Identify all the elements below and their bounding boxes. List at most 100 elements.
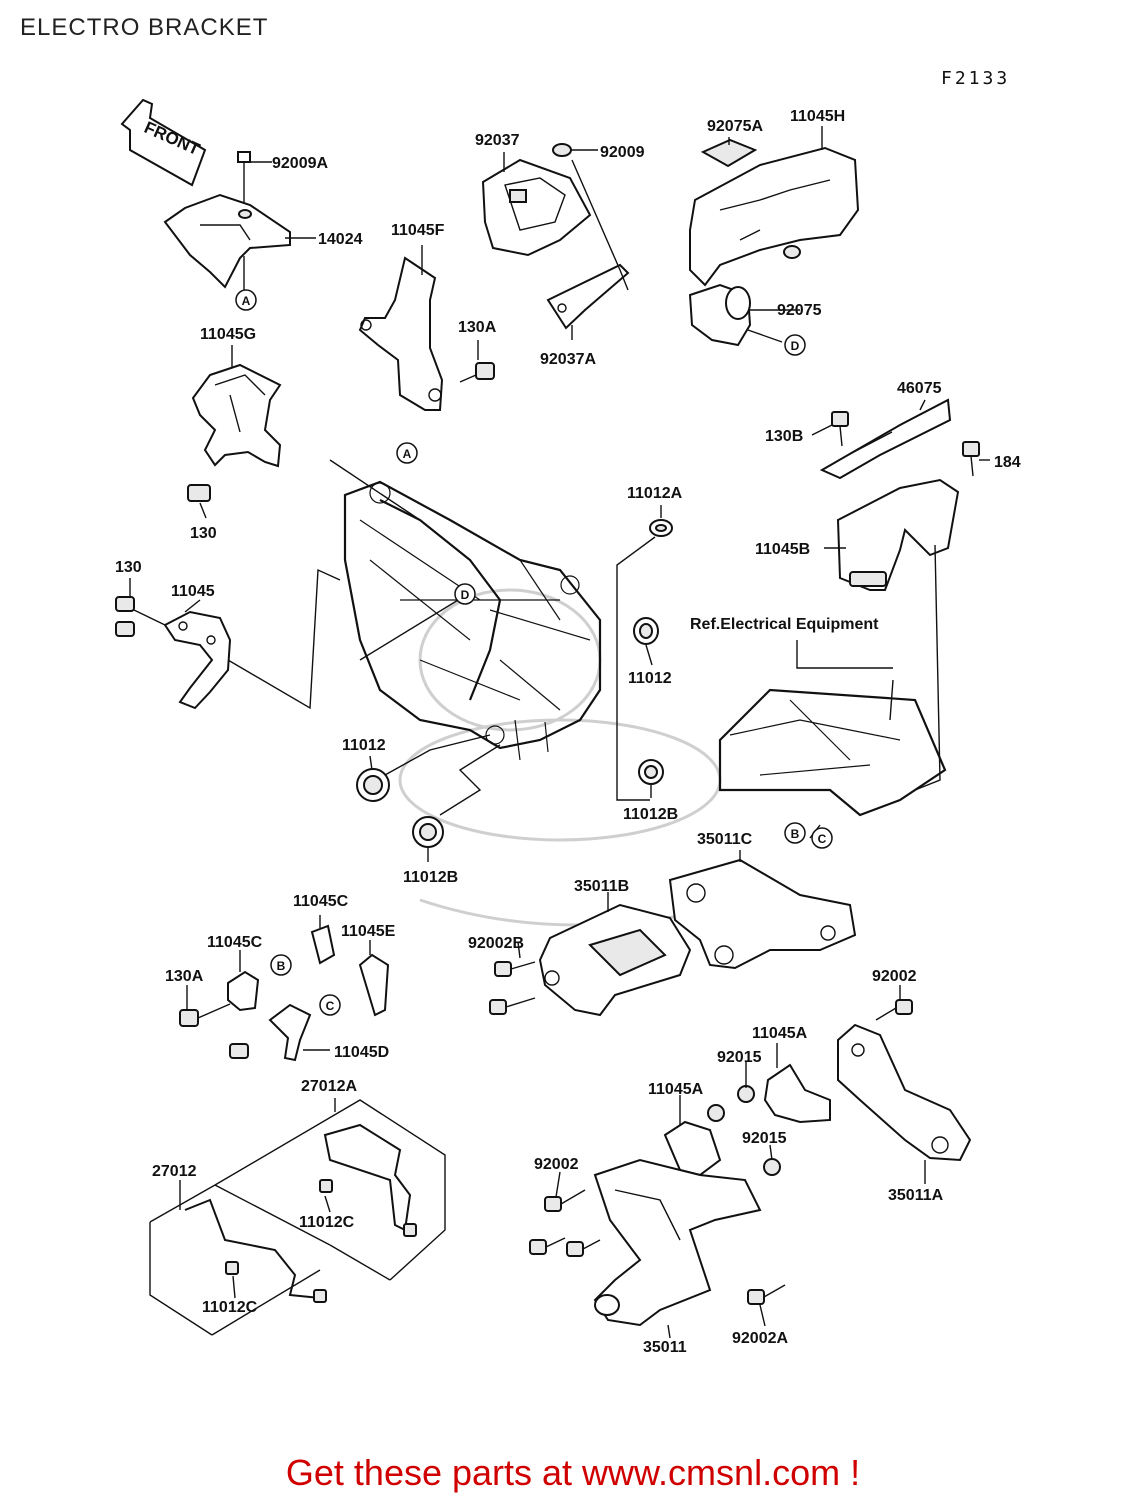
svg-text:B: B (277, 959, 286, 973)
part-11045C-clip-left (227, 970, 260, 1012)
label-92075A: 92075A (707, 118, 763, 135)
label-11012-left: 11012 (342, 737, 386, 754)
label-11012-right: 11012 (628, 670, 672, 687)
front-arrow-icon: FRONT (120, 98, 207, 187)
part-11045B-bracket (836, 478, 960, 591)
label-11045: 11045 (171, 583, 215, 600)
label-11045G: 11045G (200, 326, 256, 343)
svg-text:D: D (461, 588, 470, 602)
label-130-left: 130 (115, 559, 142, 576)
label-11012C-right: 11012C (299, 1214, 355, 1231)
part-92075-clamp (688, 283, 752, 347)
label-11045C-left: 11045C (207, 934, 263, 951)
part-35011C-footrest-bracket (668, 858, 857, 970)
part-labels: 92009A 14024 11045G 130 11045F 130A 9203… (115, 108, 1021, 1356)
svg-text:A: A (242, 294, 251, 308)
part-130-bolt (187, 484, 211, 502)
label-35011A: 35011A (888, 1187, 944, 1204)
label-11045B: 11045B (755, 541, 810, 558)
part-11012-grommet (633, 617, 659, 645)
part-92002B-bolts (489, 961, 536, 1015)
promo-footer-link[interactable]: Get these parts at www.cmsnl.com ! (285, 1452, 861, 1493)
callout-D-frame: D (454, 583, 476, 605)
reference-note: Ref.Electrical Equipment (690, 616, 879, 633)
figure-code: F2133 (941, 68, 1011, 89)
part-11012A-grommet (649, 519, 673, 537)
label-11045C-top: 11045C (293, 893, 349, 910)
label-11012C-left: 11012C (202, 1299, 258, 1316)
part-46075-cover (819, 398, 952, 480)
label-92015-top: 92015 (717, 1049, 762, 1066)
callout-C-subframe: C (811, 827, 833, 849)
label-35011C: 35011C (697, 831, 753, 848)
part-92037A-plate (546, 263, 630, 330)
label-92015-bottom: 92015 (742, 1130, 787, 1147)
label-92009: 92009 (600, 144, 645, 161)
rear-subframe (718, 688, 947, 817)
part-92002-bolts-left (529, 1189, 601, 1257)
callout-A-frame: A (396, 442, 418, 464)
callout-B-clip: B (270, 954, 292, 976)
part-92002-bolt (875, 999, 913, 1021)
part-92009A-bolt (237, 151, 251, 204)
label-184: 184 (994, 454, 1021, 471)
part-11045A-bracket (763, 1063, 831, 1124)
part-11045C-clip (310, 924, 336, 965)
label-11045H: 11045H (790, 108, 845, 125)
label-11045F: 11045F (391, 222, 445, 239)
part-11045H-cover (689, 146, 860, 287)
label-11012B-right: 11012B (623, 806, 678, 823)
part-92009-screw (552, 143, 598, 157)
part-92037-relay-box (481, 158, 592, 257)
label-92037: 92037 (475, 132, 520, 149)
label-92002-left: 92002 (534, 1156, 579, 1173)
label-92002A: 92002A (732, 1330, 788, 1347)
label-14024: 14024 (318, 231, 363, 248)
part-130A-bolt (459, 362, 495, 383)
label-11012B-left: 11012B (403, 869, 458, 886)
part-92075A-pad (700, 138, 758, 168)
part-11045A-bracket-left (663, 1120, 722, 1177)
label-11045A-left: 11045A (648, 1081, 704, 1098)
label-130A-top: 130A (458, 319, 497, 336)
label-35011: 35011 (643, 1339, 687, 1356)
part-11045G-bracket (191, 363, 282, 468)
part-35011A-footrest-bracket (837, 1023, 972, 1162)
label-92037A: 92037A (540, 351, 596, 368)
part-11012B-grommet (638, 759, 664, 785)
label-92009A: 92009A (272, 155, 328, 172)
part-130B-bolt (831, 411, 849, 447)
part-35011B-footrest-bracket (538, 903, 692, 1017)
label-92002B: 92002B (468, 935, 524, 952)
label-92002-right: 92002 (872, 968, 917, 985)
label-11045E: 11045E (341, 923, 396, 940)
svg-text:B: B (791, 827, 800, 841)
svg-text:C: C (818, 832, 827, 846)
label-130-top: 130 (190, 525, 217, 542)
part-92002A-bolt (747, 1284, 786, 1305)
callout-A-top: A (235, 289, 257, 311)
part-14024-cover (163, 193, 291, 289)
label-11045D: 11045D (334, 1044, 389, 1061)
part-184-bolt (962, 441, 980, 477)
part-11045-bracket (163, 610, 232, 710)
part-11012B-grommet-left (412, 816, 444, 848)
leader-lines (129, 126, 990, 1339)
part-11045E-clip (358, 953, 390, 1017)
callout-C-clip: C (319, 994, 341, 1016)
label-130B: 130B (765, 428, 803, 445)
part-130A-bolt-bottom (179, 1003, 231, 1027)
label-27012: 27012 (152, 1163, 197, 1180)
svg-text:A: A (403, 447, 412, 461)
part-11045F-bracket (358, 256, 444, 411)
label-92075: 92075 (777, 302, 822, 319)
part-27012A-harness (319, 1123, 417, 1237)
harness-box (149, 1099, 446, 1336)
svg-text:C: C (326, 999, 335, 1013)
callout-D-top: D (784, 334, 806, 356)
svg-text:D: D (791, 339, 800, 353)
part-35011-footrest-bracket (593, 1158, 762, 1327)
label-27012A: 27012A (301, 1078, 357, 1095)
label-46075: 46075 (897, 380, 942, 397)
motorcycle-frame (343, 480, 602, 761)
